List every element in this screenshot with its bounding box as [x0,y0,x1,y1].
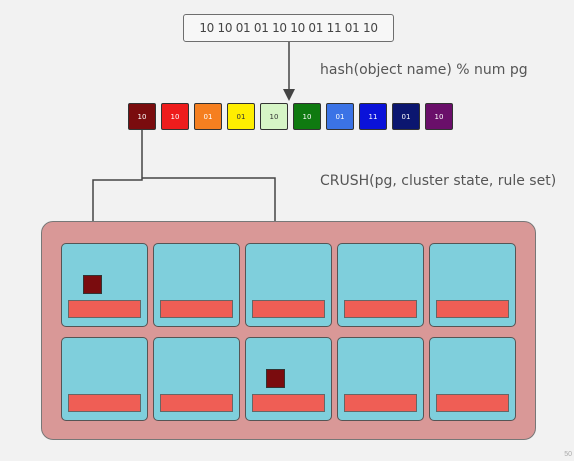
osd-5 [429,243,516,327]
placement-group-7: 01 [326,103,354,130]
osd-8-disk [252,394,325,412]
osd-10 [429,337,516,421]
placement-group-8: 11 [359,103,387,130]
osd-5-disk [436,300,509,318]
object-name-bits: 10 10 01 01 10 10 01 11 01 10 [183,14,394,42]
osd-9-disk [344,394,417,412]
osd-7 [153,337,240,421]
placed-pg-osd-1 [83,275,102,294]
placement-group-1: 10 [128,103,156,130]
osd-8 [245,337,332,421]
osd-4-disk [344,300,417,318]
osd-3 [245,243,332,327]
osd-2 [153,243,240,327]
placement-group-10: 10 [425,103,453,130]
osd-2-disk [160,300,233,318]
placement-group-3: 01 [194,103,222,130]
osd-7-disk [160,394,233,412]
cluster-container [41,221,536,440]
osd-3-disk [252,300,325,318]
placement-group-6: 10 [293,103,321,130]
osd-4 [337,243,424,327]
placement-group-4: 01 [227,103,255,130]
osd-1 [61,243,148,327]
placed-pg-osd-8 [266,369,285,388]
osd-10-disk [436,394,509,412]
placement-group-9: 01 [392,103,420,130]
hash-function-label: hash(object name) % num pg [320,62,528,78]
osd-6-disk [68,394,141,412]
osd-1-disk [68,300,141,318]
placement-group-2: 10 [161,103,189,130]
osd-9 [337,337,424,421]
osd-6 [61,337,148,421]
page-number: 50 [564,451,572,458]
placement-group-5: 10 [260,103,288,130]
crush-function-label: CRUSH(pg, cluster state, rule set) [320,173,557,189]
